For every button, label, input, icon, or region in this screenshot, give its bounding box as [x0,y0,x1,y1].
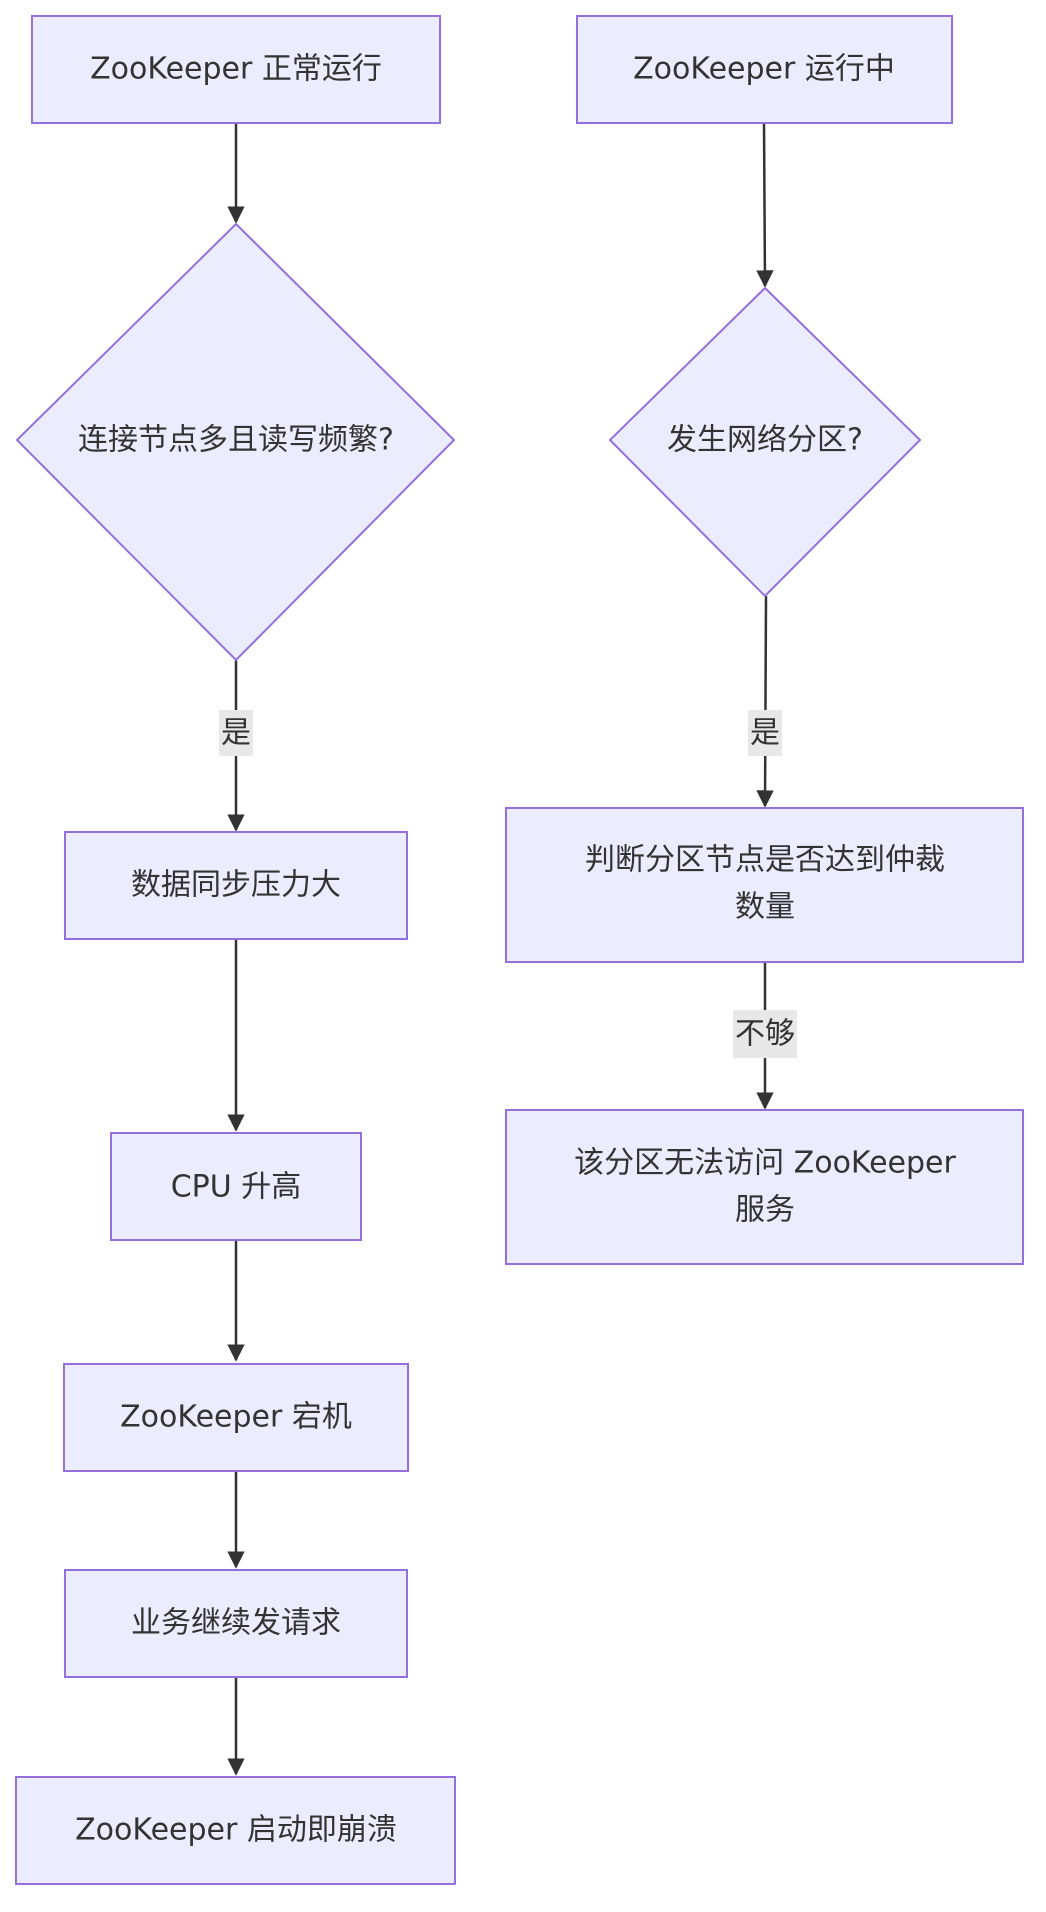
node-zk-running: ZooKeeper 运行中 [576,15,953,124]
node-no-access-label-line1: 该分区无法访问 ZooKeeper [574,1146,956,1181]
node-quorum-check: 判断分区节点是否达到仲裁 数量 [505,807,1024,963]
node-decision-many-nodes: 连接节点多且读写频繁? [15,222,456,662]
node-zk-down-label: ZooKeeper 宕机 [120,1400,352,1435]
node-cpu-high: CPU 升高 [110,1132,362,1241]
node-zk-normal-label: ZooKeeper 正常运行 [90,52,382,87]
node-decision-many-nodes-label: 连接节点多且读写频繁? [78,423,394,458]
edge-label-not-enough-text: 不够 [735,1017,795,1052]
node-biz-requests-label: 业务继续发请求 [131,1606,341,1641]
edge-running-to-partition [756,123,774,288]
edge-label-not-enough: 不够 [733,1010,797,1058]
edge-label-yes-left-text: 是 [221,716,251,751]
node-cpu-high-label: CPU 升高 [171,1170,302,1205]
node-quorum-check-label-line1: 判断分区节点是否达到仲裁 [585,843,945,878]
edge-label-yes-left: 是 [219,710,253,756]
node-decision-partition: 发生网络分区? [608,286,922,598]
node-no-access: 该分区无法访问 ZooKeeper 服务 [505,1109,1024,1265]
node-zk-running-label: ZooKeeper 运行中 [633,52,895,87]
node-sync-pressure: 数据同步压力大 [64,831,408,940]
node-zk-crash: ZooKeeper 启动即崩溃 [15,1776,456,1885]
edge-partition-to-quorum [756,595,774,808]
node-zk-down: ZooKeeper 宕机 [63,1363,409,1472]
node-sync-pressure-label: 数据同步压力大 [131,868,341,903]
node-zk-normal: ZooKeeper 正常运行 [31,15,441,124]
node-decision-partition-label: 发生网络分区? [667,423,863,458]
edge-label-yes-right-text: 是 [750,716,780,751]
node-zk-crash-label: ZooKeeper 启动即崩溃 [75,1813,397,1848]
node-quorum-check-label-line2: 数量 [735,890,795,925]
node-no-access-label-line2: 服务 [735,1193,795,1228]
node-biz-requests: 业务继续发请求 [64,1569,408,1678]
edge-label-yes-right: 是 [748,710,782,756]
